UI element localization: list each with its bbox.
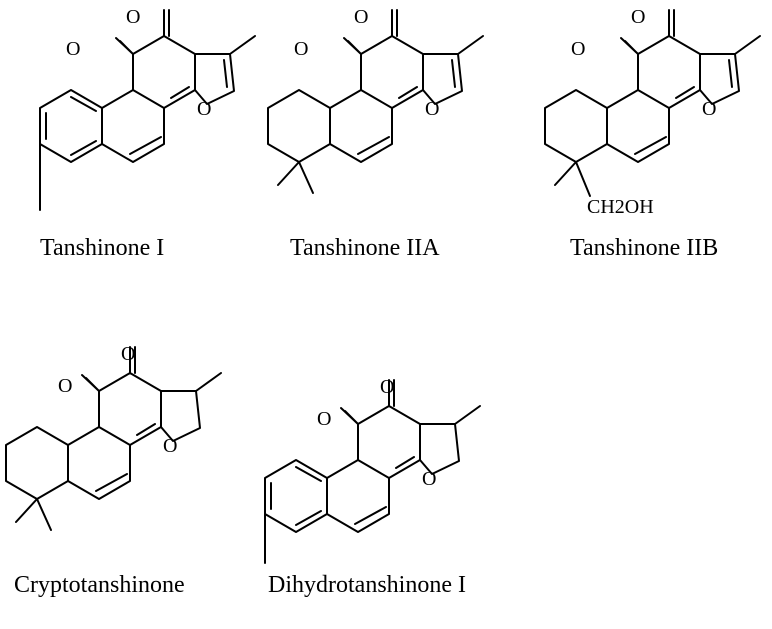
oxygen-label-3: O: [422, 468, 436, 490]
oxygen-label-1: O: [66, 38, 80, 60]
oxygen-label-1: O: [571, 38, 585, 60]
oxygen-label-1: O: [317, 408, 331, 430]
compound-name-cryptotanshinone: Cryptotanshinone: [14, 572, 185, 598]
compound-name-dihydrotanshinone-i: Dihydrotanshinone I: [268, 572, 466, 598]
oxygen-label-2: O: [380, 376, 394, 398]
oxygen-label-1: O: [58, 375, 72, 397]
compound-name-tanshinone-iia: Tanshinone IIA: [290, 235, 440, 261]
structure-tanshinone-iib: O O O CH2OH Tanshinone IIB: [544, 6, 761, 261]
structure-tanshinone-i: O O O Tanshinone I: [39, 6, 256, 261]
oxygen-label-2: O: [126, 6, 140, 28]
structure-tanshinone-iia: O O O Tanshinone IIA: [267, 6, 484, 261]
oxygen-label-3: O: [425, 98, 439, 120]
oxygen-label-2: O: [354, 6, 368, 28]
hydroxymethyl-label: CH2OH: [587, 196, 654, 218]
oxygen-label-3: O: [702, 98, 716, 120]
oxygen-label-1: O: [294, 38, 308, 60]
compound-name-tanshinone-iib: Tanshinone IIB: [570, 235, 718, 261]
oxygen-label-2: O: [631, 6, 645, 28]
oxygen-label-2: O: [121, 343, 135, 365]
oxygen-label-3: O: [163, 435, 177, 457]
structure-cryptotanshinone: O O O Cryptotanshinone: [5, 343, 222, 598]
oxygen-label-3: O: [197, 98, 211, 120]
structure-dihydrotanshinone-i: O O O Dihydrotanshinone I: [264, 376, 481, 598]
compound-name-tanshinone-i: Tanshinone I: [40, 235, 164, 261]
